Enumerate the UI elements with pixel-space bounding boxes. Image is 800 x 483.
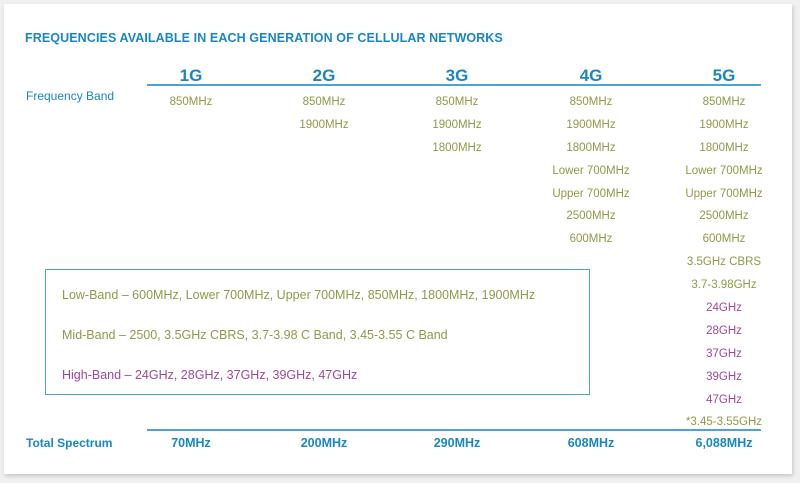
frequency-item: 28GHz: [706, 324, 742, 337]
total-spectrum-label: Total Spectrum: [26, 436, 113, 450]
total-4g: 608MHz: [567, 436, 615, 450]
frequency-item: 1900MHz: [699, 118, 749, 131]
frequency-item: Lower 700MHz: [685, 164, 763, 177]
infographic-card: FREQUENCIES AVAILABLE IN EACH GENERATION…: [4, 4, 792, 474]
header-1g: 1G: [179, 66, 203, 85]
freq-column-1g: 850MHz: [121, 93, 261, 116]
frequency-item: 2500MHz: [566, 210, 616, 223]
frequency-item: 850MHz: [702, 96, 746, 108]
frequency-item: 850MHz: [569, 96, 613, 108]
freq-column-2g: 850MHz 1900MHz: [254, 93, 394, 139]
frequency-item: 1900MHz: [299, 118, 349, 131]
page-title: FREQUENCIES AVAILABLE IN EACH GENERATION…: [25, 31, 503, 45]
frequency-item: Upper 700MHz: [552, 187, 630, 200]
frequency-band-label: Frequency Band: [26, 89, 115, 103]
frequency-item: *3.45-3.55GHz: [685, 416, 763, 429]
total-2g: 200MHz: [300, 436, 348, 450]
total-1g: 70MHz: [171, 436, 211, 450]
header-2g: 2G: [312, 66, 336, 85]
header-divider: [147, 84, 761, 86]
header-5g: 5G: [712, 66, 736, 85]
frequency-item: 1900MHz: [432, 118, 482, 131]
footer-divider: [147, 429, 761, 431]
legend-high-band: High-Band – 24GHz, 28GHz, 37GHz, 39GHz, …: [62, 368, 358, 382]
freq-column-3g: 850MHz 1900MHz 1800MHz: [387, 93, 527, 162]
frequency-item: 850MHz: [302, 96, 346, 108]
frequency-item: 3.5GHz CBRS: [686, 256, 762, 269]
legend-mid-band: Mid-Band – 2500, 3.5GHz CBRS, 3.7-3.98 C…: [62, 328, 448, 342]
total-3g: 290MHz: [433, 436, 481, 450]
frequency-item: 47GHz: [706, 393, 742, 406]
frequency-item: 24GHz: [706, 302, 742, 315]
frequency-item: 600MHz: [702, 233, 746, 246]
frequency-item: Lower 700MHz: [552, 164, 630, 177]
frequency-item: Upper 700MHz: [685, 187, 763, 200]
frequency-item: 1800MHz: [566, 141, 616, 154]
frequency-item: 2500MHz: [699, 210, 749, 223]
frequency-item: 600MHz: [569, 233, 613, 246]
total-5g: 6,088MHz: [695, 436, 753, 450]
frequency-item: 850MHz: [169, 96, 213, 108]
frequency-item: 39GHz: [706, 370, 742, 383]
header-3g: 3G: [445, 66, 469, 85]
frequency-item: 1800MHz: [432, 141, 482, 154]
frequency-item: 850MHz: [435, 96, 479, 108]
frequency-item: 1900MHz: [566, 118, 616, 131]
header-4g: 4G: [579, 66, 603, 85]
legend-low-band: Low-Band – 600MHz, Lower 700MHz, Upper 7…: [62, 288, 536, 302]
frequency-item: 37GHz: [706, 347, 742, 360]
frequency-item: 1800MHz: [699, 141, 749, 154]
band-legend-box: Low-Band – 600MHz, Lower 700MHz, Upper 7…: [45, 269, 590, 395]
frequency-item: 3.7-3.98GHz: [691, 279, 757, 292]
